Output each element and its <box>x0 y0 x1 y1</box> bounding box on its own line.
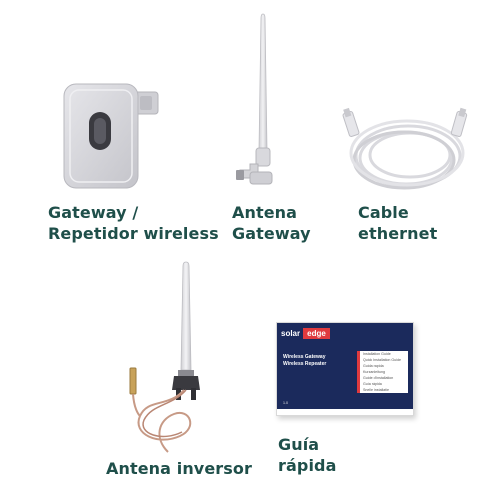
toc-line: Guida rapida <box>363 364 384 368</box>
ethernet-cable-label-1: Cable <box>358 203 409 222</box>
inverter-antenna-image <box>129 261 200 453</box>
gateway-repeater-label-2: Repetidor wireless <box>48 224 219 243</box>
solaredge-logo-accent: edge <box>303 328 330 339</box>
guide-title-line-1: Wireless Gateway <box>283 354 326 360</box>
inverter-antenna-label: Antena inversor <box>106 459 252 478</box>
gateway-repeater-image <box>63 83 159 189</box>
ethernet-cable-image <box>342 107 468 190</box>
gateway-antenna-label-1: Antena <box>232 203 298 222</box>
toc-line: Guide d'installation <box>363 376 394 380</box>
guide-toc: Installation Guide Quick Installation Gu… <box>357 351 408 393</box>
toc-line: Kurzanleitung <box>363 370 385 374</box>
toc-line: Quick Installation Guide <box>363 358 401 362</box>
guide-version: 1.0 <box>283 401 288 405</box>
quick-guide-card: solar edge Wireless Gateway Wireless Rep… <box>276 322 414 416</box>
gateway-repeater-label-1: Gateway / <box>48 203 139 222</box>
toc-line: Snelle installatie <box>363 388 389 392</box>
solaredge-logo-text: solar <box>281 329 301 338</box>
gateway-antenna-image <box>236 13 273 185</box>
quick-guide-label-1: Guía <box>278 435 320 454</box>
toc-line: Guía rápida <box>363 382 382 386</box>
guide-title-line-2: Wireless Repeater <box>283 361 327 367</box>
quick-guide-label-2: rápida <box>278 456 337 475</box>
toc-line: Installation Guide <box>363 352 391 356</box>
guide-title: Wireless Gateway Wireless Repeater <box>283 354 326 368</box>
gateway-antenna-label-2: Gateway <box>232 224 311 243</box>
ethernet-cable-label-2: ethernet <box>358 224 438 243</box>
